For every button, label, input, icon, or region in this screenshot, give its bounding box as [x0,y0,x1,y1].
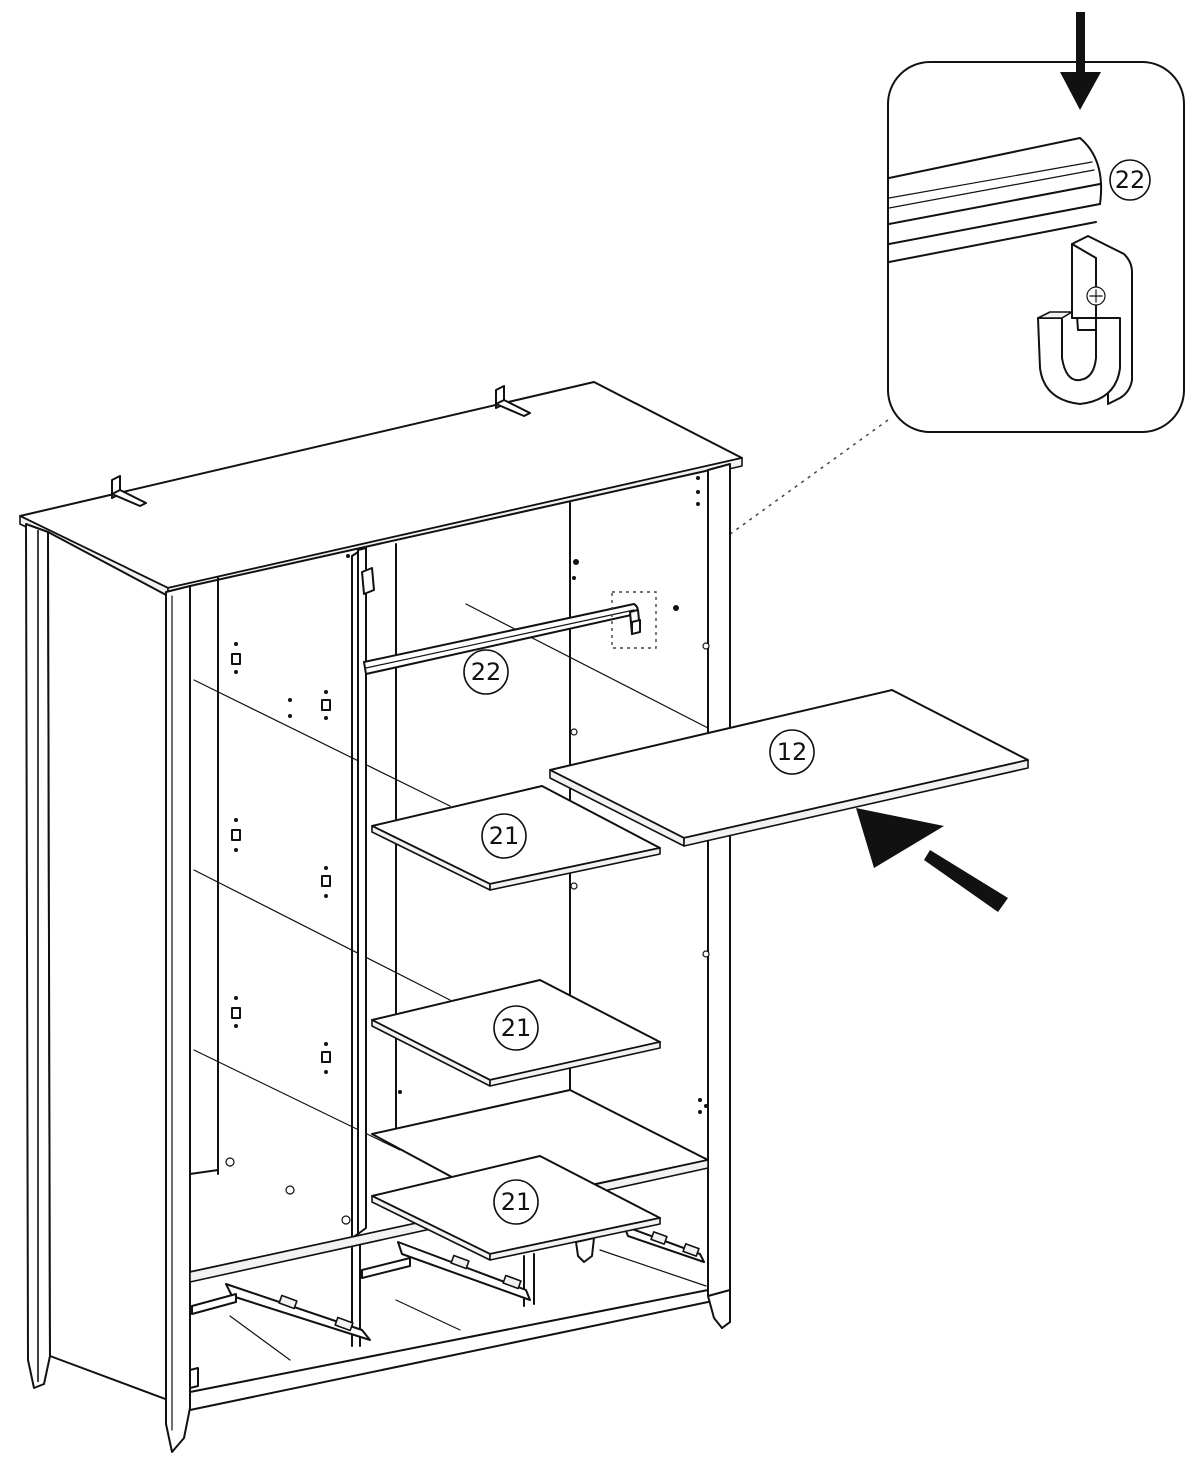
label-shelf-middle: 21 [493,1005,539,1051]
label-shelf-upper: 21 [481,813,527,859]
drawer-support [191,1293,237,1315]
front-left-leg [165,585,191,1453]
shelf-middle: 21 [371,979,661,1087]
top-insert-panel: 12 [549,689,1029,847]
detail-rail [888,137,1103,263]
label-rail-text: 22 [471,658,502,686]
rail-bracket-icon [1037,235,1133,405]
wardrobe-carcass [19,381,743,1453]
drawer-runner-icon [225,1283,371,1341]
detail-label-rail-text: 22 [1115,166,1146,194]
drawer-runner-icon [623,1225,705,1263]
detail-inset: 22 [887,61,1185,433]
hanging-rail: 22 [363,591,657,695]
middle-divider [357,547,367,1235]
hinge-icon [361,567,375,595]
detail-leader-line [649,419,889,593]
insert-arrow-icon [856,808,1008,912]
label-top-panel: 12 [769,729,815,775]
detail-label-rail: 22 [1109,159,1151,201]
label-shelf-lower-text: 21 [501,1188,532,1216]
label-shelf-middle-text: 21 [501,1014,532,1042]
detail-frame [887,61,1185,433]
label-shelf-lower: 21 [493,1179,539,1225]
label-rail: 22 [463,649,509,695]
shelf-upper: 21 [371,785,661,891]
down-arrow-icon [1060,12,1101,110]
drawer-support [361,1257,411,1279]
drawer-runner-icon [397,1241,531,1301]
right-side-panel [707,463,731,1329]
top-bracket-icon [495,385,531,417]
label-top-panel-text: 12 [777,738,808,766]
detail-marker [611,591,657,649]
top-bracket-icon [111,475,147,507]
label-shelf-upper-text: 21 [489,822,520,850]
shelf-lower: 21 [371,1155,661,1261]
shelf-pin-holes [225,476,710,1225]
